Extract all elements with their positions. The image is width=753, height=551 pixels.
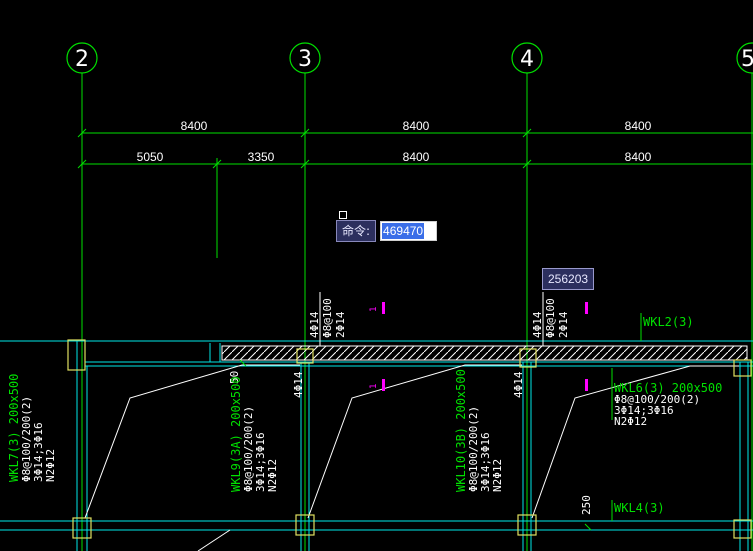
beam-label-wkl2: WKL2(3) [643,315,694,329]
leader-lines [611,313,642,521]
section-marker-1a: 1 [369,302,385,314]
dim-top-3: 8400 [625,119,652,133]
dim-second-2: 3350 [248,150,275,164]
grid-axis-lines [81,73,753,551]
wkl7-line1: WKL7(3) 200x500 [7,374,21,482]
section-marker-1a-label: 1 [369,306,379,312]
coordinate-tooltip: 256203 [542,268,595,290]
beam-lines [0,340,753,551]
wkl9-line2: Φ8@100/200(2) [242,406,255,492]
command-input[interactable]: 469470 [380,220,438,241]
col4-vertical-bars: 4Φ14 [512,371,525,398]
rebar-lines [84,292,739,551]
axis-label-4: 4 [520,47,534,72]
section-marker-2a [585,302,588,314]
axis-label-2: 2 [75,47,89,72]
beam-label-wkl10: WKL10(3B) 200x500 Φ8@100/200(2) 3Φ14;3Φ1… [454,369,504,492]
dim-second-4: 8400 [625,150,652,164]
wkl6-line4: N2Φ12 [614,415,647,428]
offset-250: 250 [580,495,593,515]
wkl9-line4: N2Φ12 [266,459,279,492]
dim-second-3: 8400 [403,150,430,164]
wkl6-line1: WKL6(3) 200x500 [614,381,722,395]
axis-label-5: 5 [741,47,753,72]
axis-label-3: 3 [298,47,312,72]
wkl7-line3: 3Φ14;3Φ16 [32,422,45,482]
dynamic-input-command[interactable]: 命令: 469470 [336,219,438,242]
beam-label-wkl7: WKL7(3) 200x500 Φ8@100/200(2) 3Φ14;3Φ16 … [7,374,57,482]
col4-annot-c: 2Φ14 [557,311,570,338]
hatched-slab-edge [221,345,748,361]
wkl10-line1: WKL10(3B) 200x500 [454,369,468,492]
dim-second-1: 5050 [137,150,164,164]
wkl6-line3: 3Φ14;3Φ16 [614,404,674,417]
beam-label-wkl4: WKL4(3) [614,501,665,515]
col3-annot-b: Φ8@100 [321,298,334,338]
col3-annot-a: 4Φ14 [308,311,321,338]
wkl10-line4: N2Φ12 [491,459,504,492]
axis-bubble-5: 5 [736,42,753,74]
dim-top-1: 8400 [181,119,208,133]
dim-top-2: 8400 [403,119,430,133]
col4-annot-a: 4Φ14 [531,311,544,338]
col3-annot-c: 2Φ14 [334,311,347,338]
col3-vertical-bars: 4Φ14 [292,371,305,398]
wkl10-line2: Φ8@100/200(2) [467,406,480,492]
wkl7-line4: N2Φ12 [44,449,57,482]
command-label: 命令: [336,219,377,242]
section-marker-1b: 1 [369,379,385,391]
wkl6-line2: Φ8@100/200(2) [614,393,700,406]
section-marker-1b-label: 1 [369,383,379,389]
columns [67,339,752,539]
column-annotations: 4Φ14 Φ8@100 2Φ14 4Φ14 Φ8@100 2Φ14 4Φ14 4… [228,298,593,515]
cursor-grip-box [339,211,347,219]
offset-50: 50 [228,371,241,384]
beam-label-wkl9: WKL9(3A) 200x500 Φ8@100/200(2) 3Φ14;3Φ16… [229,376,279,492]
wkl10-line3: 3Φ14;3Φ16 [479,432,492,492]
axis-bubble-4: 4 [511,42,543,74]
wkl9-line1: WKL9(3A) 200x500 [229,376,243,492]
command-input-value: 469470 [382,222,425,239]
axis-bubble-3: 3 [289,42,321,74]
wkl7-line2: Φ8@100/200(2) [20,396,33,482]
tick-marks [239,359,592,531]
dimension-lines [77,128,753,258]
beam-label-wkl6: WKL6(3) 200x500 Φ8@100/200(2) 3Φ14;3Φ16 … [614,381,722,428]
col4-annot-b: Φ8@100 [544,298,557,338]
wkl9-line3: 3Φ14;3Φ16 [254,432,267,492]
axis-bubble-2: 2 [66,42,98,74]
section-marker-2b [585,379,588,391]
